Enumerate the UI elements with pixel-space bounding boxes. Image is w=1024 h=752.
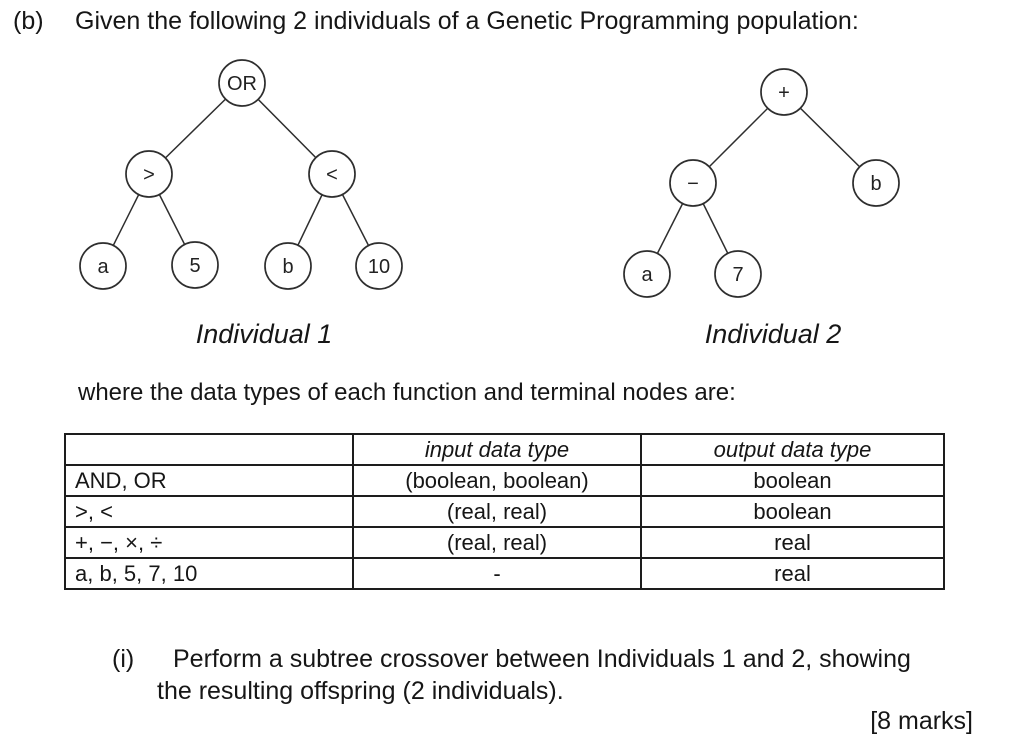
tree-node-circle	[355, 242, 403, 290]
data-type-table: input data type output data type AND, OR…	[64, 433, 945, 590]
table-header-output: output data type	[640, 433, 945, 466]
tree-node-label: b	[870, 173, 881, 195]
tree-node-label: OR	[227, 73, 257, 95]
tree-node-circle	[308, 150, 356, 198]
tree-node-circle	[125, 150, 173, 198]
question-intro: Given the following 2 individuals of a G…	[75, 7, 859, 35]
tree-node-circle	[760, 68, 808, 116]
tree-node-label: −	[687, 173, 699, 195]
individual-1-caption: Individual 1	[195, 319, 333, 349]
table-cell: +, −, ×, ÷	[64, 526, 354, 559]
individual-2-caption: Individual 2	[704, 319, 842, 349]
table-header-row: input data type output data type	[64, 433, 945, 466]
tree-node-label: +	[778, 82, 790, 104]
table-cell: boolean	[640, 495, 945, 528]
data-types-sentence: where the data types of each function an…	[78, 379, 736, 406]
table-cell: real	[640, 557, 945, 590]
subquestion-line2: the resulting offspring (2 individuals).	[157, 677, 564, 705]
tree-node-label: >	[143, 164, 155, 186]
subquestion-line1: Perform a subtree crossover between Indi…	[173, 645, 911, 673]
table-row: >, < (real, real) boolean	[64, 495, 945, 528]
individual-2-tree: + − b a 7	[623, 68, 900, 298]
tree-node-label: <	[326, 164, 338, 186]
individual-1-tree: OR > < a 5 b 10	[79, 59, 403, 290]
marks-label: [8 marks]	[870, 707, 973, 735]
table-cell: a, b, 5, 7, 10	[64, 557, 354, 590]
table-cell: -	[352, 557, 642, 590]
table-cell: boolean	[640, 464, 945, 497]
table-cell: (boolean, boolean)	[352, 464, 642, 497]
tree-node-label: a	[97, 256, 109, 278]
tree-node-circle	[171, 241, 219, 289]
table-cell: real	[640, 526, 945, 559]
tree-node-circle	[852, 159, 900, 207]
tree-node-circle	[714, 250, 762, 298]
subquestion-label: (i)	[112, 645, 135, 673]
tree-node-circle	[79, 242, 127, 290]
tree-node-circle	[623, 250, 671, 298]
tree-node-circle	[218, 59, 266, 107]
table-row: a, b, 5, 7, 10 - real	[64, 557, 945, 590]
table-cell: >, <	[64, 495, 354, 528]
tree-node-label: b	[282, 256, 293, 278]
tree-node-circle	[669, 159, 717, 207]
table-cell: (real, real)	[352, 495, 642, 528]
table-row: +, −, ×, ÷ (real, real) real	[64, 526, 945, 559]
tree-node-label: 7	[732, 264, 743, 286]
table-header-empty	[64, 433, 354, 466]
tree-node-label: 10	[368, 256, 390, 278]
tree-node-label: 5	[189, 255, 200, 277]
tree-node-circle	[264, 242, 312, 290]
table-cell: AND, OR	[64, 464, 354, 497]
tree-node-label: a	[641, 264, 653, 286]
table-cell: (real, real)	[352, 526, 642, 559]
table-row: AND, OR (boolean, boolean) boolean	[64, 464, 945, 497]
part-label: (b)	[13, 7, 44, 35]
table-header-input: input data type	[352, 433, 642, 466]
